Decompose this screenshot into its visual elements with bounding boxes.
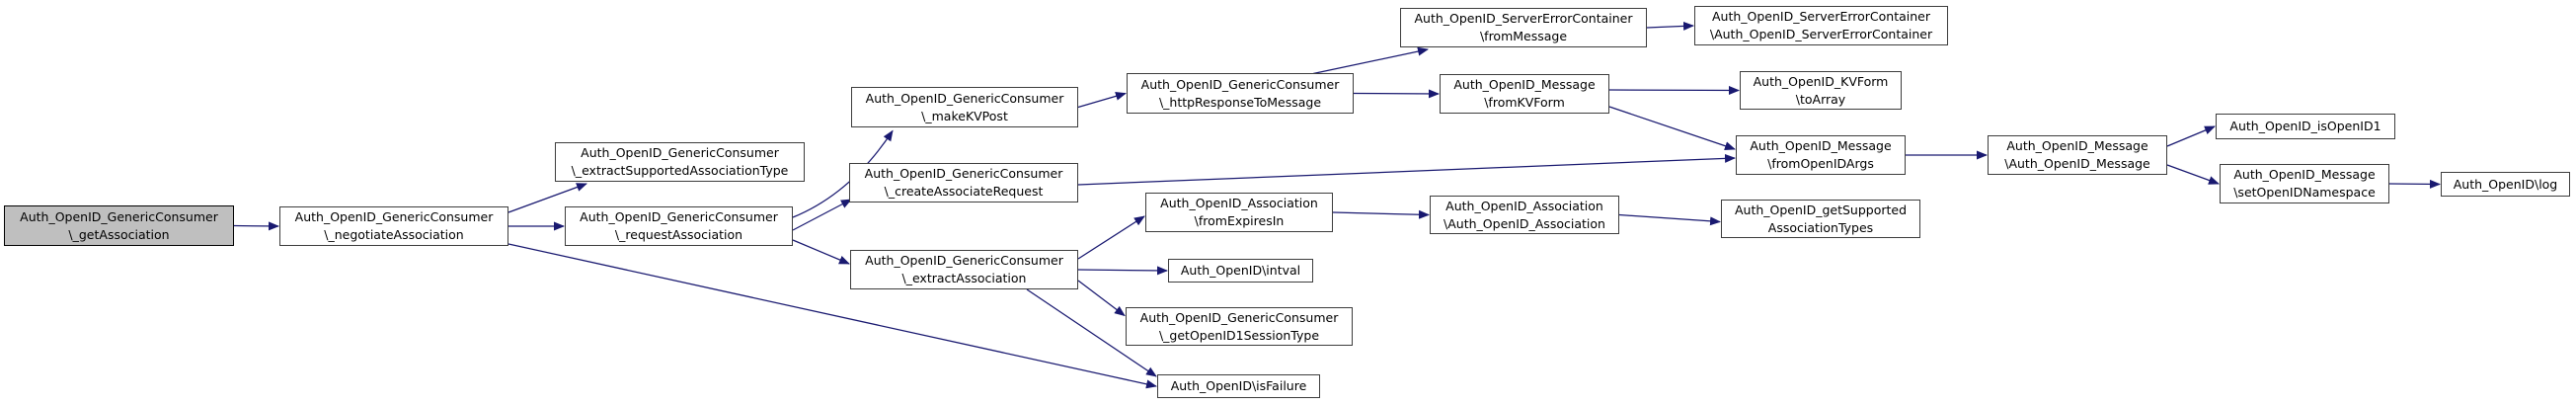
graph-node-label-line: \fromOpenIDArgs [1767, 156, 1874, 171]
graph-node-label-line: \_extractAssociation [901, 271, 1027, 285]
graph-node-label-line: Auth_OpenID_ServerErrorContainer [1711, 9, 1931, 24]
call-edge-messageFromKVForm-to-kvformToArray [1608, 85, 1740, 95]
graph-node-fromExpiresIn[interactable]: Auth_OpenID_Association \fromExpiresIn [1145, 193, 1333, 232]
graph-node-serverErrorFromMessage[interactable]: Auth_OpenID_ServerErrorContainer \fromMes… [1400, 8, 1647, 47]
graph-node-label-line: \_extractSupportedAssociationType [571, 163, 789, 178]
graph-node-label-line: \_getAssociation [68, 226, 170, 242]
graph-node-messageFromKVForm[interactable]: Auth_OpenID_Message \fromKVForm [1440, 74, 1609, 114]
graph-node-label-line: Auth_OpenID_getSupported [1734, 202, 1908, 217]
call-edge-messageCtor-to-isOpenID1 [2166, 125, 2216, 147]
graph-node-label-line: AssociationTypes [1767, 219, 1874, 235]
graph-node-label-line: Auth_OpenID_Association [1445, 198, 1603, 213]
call-edge-extractAssociation-to-intval [1077, 266, 1168, 276]
graph-node-label-line: Auth_OpenID_GenericConsumer [294, 209, 494, 224]
graph-node-negotiateAssociation[interactable]: Auth_OpenID_GenericConsumer \_negotiateAs… [279, 206, 508, 246]
graph-node-log[interactable]: Auth_OpenID\log [2441, 172, 2570, 197]
call-edge-makeKVPost-to-httpResponseToMessage [1077, 91, 1127, 109]
graph-node-label-line: \_createAssociateRequest [884, 184, 1044, 199]
call-edge-requestAssociation-to-createAssociateRequest [792, 199, 852, 231]
graph-node-label-line: \setOpenIDNamespace [2233, 185, 2376, 200]
graph-node-messageCtor[interactable]: Auth_OpenID_Message \Auth_OpenID_Message [1988, 135, 2167, 175]
call-edge-negotiateAssociation-to-extractSupportedAssociationType [507, 183, 587, 213]
call-edge-requestAssociation-to-makeKVPost [792, 129, 894, 218]
graph-node-label-line: Auth_OpenID_isOpenID1 [2229, 119, 2381, 133]
graph-node-kvformToArray[interactable]: Auth_OpenID_KVForm \toArray [1740, 71, 1902, 110]
graph-node-label-line: Auth_OpenID_GenericConsumer [20, 208, 218, 224]
graph-node-isOpenID1[interactable]: Auth_OpenID_isOpenID1 [2216, 114, 2395, 139]
graph-node-label-line: Auth_OpenID\intval [1180, 263, 1301, 278]
graph-node-label-line: \Auth_OpenID_ServerErrorContainer [1709, 27, 1933, 41]
graph-node-label-line: Auth_OpenID_GenericConsumer [864, 166, 1063, 181]
graph-node-label-line: \_makeKVPost [921, 108, 1008, 123]
graph-node-messageFromOpenIDArgs[interactable]: Auth_OpenID_Message \fromOpenIDArgs [1736, 135, 1906, 175]
graph-node-label-line: \toArray [1795, 91, 1846, 107]
graph-node-label-line: Auth_OpenID\log [2453, 176, 2558, 192]
call-edge-extractAssociation-to-fromExpiresIn [1077, 215, 1145, 260]
call-edge-associationCtor-to-getSupportedAssociationTypes [1618, 213, 1721, 226]
graph-node-label-line: Auth_OpenID_GenericConsumer [865, 253, 1063, 268]
graph-node-extractAssociation[interactable]: Auth_OpenID_GenericConsumer \_extractAsso… [850, 250, 1078, 289]
call-edge-setOpenIDNamespace-to-log [2388, 179, 2441, 189]
call-edge-createAssociateRequest-to-messageFromOpenIDArgs [1077, 153, 1736, 186]
graph-node-makeKVPost[interactable]: Auth_OpenID_GenericConsumer \_makeKVPost [851, 87, 1078, 127]
graph-node-createAssociateRequest[interactable]: Auth_OpenID_GenericConsumer \_createAssoc… [849, 163, 1078, 202]
call-edge-httpResponseToMessage-to-serverErrorFromMessage [1312, 46, 1429, 75]
graph-node-label-line: \Auth_OpenID_Association [1444, 215, 1605, 231]
call-edge-extractAssociation-to-isFailure [1026, 288, 1157, 377]
graph-node-label-line: Auth_OpenID_GenericConsumer [581, 145, 779, 160]
call-edge-serverErrorFromMessage-to-serverErrorCtor [1646, 21, 1694, 31]
graph-node-label-line: Auth_OpenID\isFailure [1170, 378, 1307, 393]
graph-node-intval[interactable]: Auth_OpenID\intval [1168, 259, 1313, 283]
graph-node-label-line: \_getOpenID1SessionType [1158, 327, 1320, 343]
graph-node-label-line: Auth_OpenID_Message [2233, 167, 2376, 182]
graph-node-label-line: \_negotiateAssociation [324, 227, 464, 242]
graph-node-label-line: \Auth_OpenID_Message [2004, 156, 2150, 171]
graph-node-getOpenID1SessionType[interactable]: Auth_OpenID_GenericConsumer \_getOpenID1S… [1126, 307, 1353, 346]
graph-node-label-line: \fromMessage [1479, 29, 1568, 43]
call-edge-fromExpiresIn-to-associationCtor [1332, 209, 1430, 219]
graph-node-getAssociation[interactable]: Auth_OpenID_GenericConsumer \_getAssociat… [4, 205, 234, 246]
graph-node-label-line: \fromKVForm [1484, 95, 1565, 110]
graph-node-label-line: Auth_OpenID_Message [1750, 138, 1892, 153]
graph-node-label-line: Auth_OpenID_Message [1453, 77, 1596, 92]
graph-node-label-line: Auth_OpenID_GenericConsumer [580, 209, 778, 224]
graph-node-isFailure[interactable]: Auth_OpenID\isFailure [1157, 374, 1320, 398]
graph-node-label-line: \_httpResponseToMessage [1158, 94, 1322, 110]
graph-node-label-line: Auth_OpenID_GenericConsumer [865, 90, 1064, 106]
graph-node-label-line: Auth_OpenID_Association [1160, 196, 1318, 210]
call-edge-negotiateAssociation-to-isFailure [507, 243, 1157, 389]
call-edge-requestAssociation-to-extractAssociation [792, 239, 850, 265]
graph-node-label-line: Auth_OpenID_ServerErrorContainer [1414, 11, 1633, 26]
graph-node-setOpenIDNamespace[interactable]: Auth_OpenID_Message \setOpenIDNamespace [2220, 164, 2389, 203]
call-edge-getAssociation-to-negotiateAssociation [233, 221, 279, 231]
graph-node-label-line: Auth_OpenID_GenericConsumer [1139, 309, 1339, 325]
graph-node-serverErrorCtor[interactable]: Auth_OpenID_ServerErrorContainer \Auth_Op… [1694, 6, 1948, 45]
call-edge-messageFromKVForm-to-messageFromOpenIDArgs [1608, 106, 1736, 151]
graph-node-label-line: \_requestAssociation [614, 227, 743, 242]
graph-node-requestAssociation[interactable]: Auth_OpenID_GenericConsumer \_requestAsso… [565, 206, 793, 246]
graph-node-label-line: Auth_OpenID_KVForm [1753, 73, 1889, 89]
graph-node-label-line: \fromExpiresIn [1194, 213, 1285, 228]
call-edge-httpResponseToMessage-to-messageFromKVForm [1353, 89, 1440, 99]
call-edge-extractAssociation-to-getOpenID1SessionType [1077, 280, 1126, 317]
graph-node-label-line: Auth_OpenID_Message [2006, 138, 2148, 153]
graph-node-extractSupportedAssociationType[interactable]: Auth_OpenID_GenericConsumer \_extractSupp… [555, 142, 805, 182]
call-edge-messageCtor-to-setOpenIDNamespace [2166, 164, 2220, 185]
graph-node-label-line: Auth_OpenID_GenericConsumer [1140, 76, 1340, 92]
graph-node-associationCtor[interactable]: Auth_OpenID_Association \Auth_OpenID_Asso… [1430, 196, 1619, 234]
graph-node-httpResponseToMessage[interactable]: Auth_OpenID_GenericConsumer \_httpRespons… [1127, 73, 1354, 114]
